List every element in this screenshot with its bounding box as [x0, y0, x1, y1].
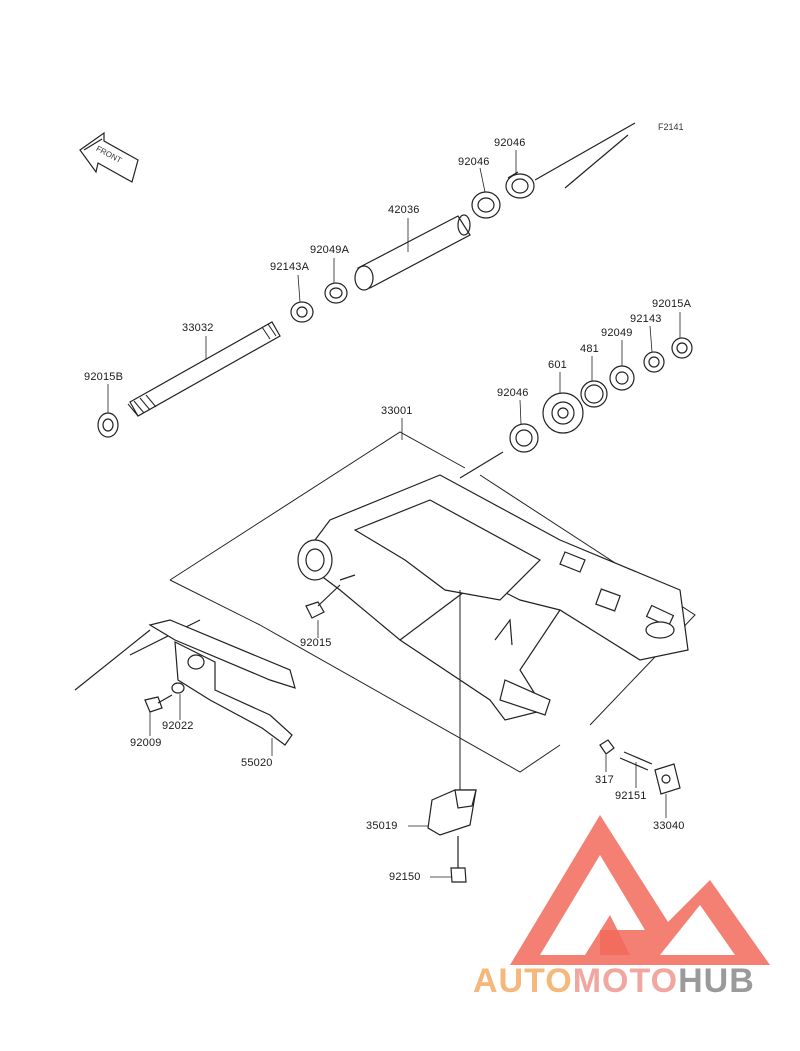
washer-92022 — [171, 682, 185, 694]
part-label-481[interactable]: 481 — [580, 343, 599, 355]
nut-317 — [599, 739, 615, 755]
part-label-92015A[interactable]: 92015A — [652, 298, 692, 310]
watermark-logo-icon — [510, 815, 770, 965]
part-label-42036[interactable]: 42036 — [388, 204, 420, 216]
part-label-317[interactable]: 317 — [595, 774, 614, 786]
watermark-text-hub: HUB — [678, 962, 755, 1000]
part-label-92049[interactable]: 92049 — [601, 327, 633, 339]
needle-bearing-92046-outer — [505, 171, 535, 199]
needle-bearing-92046-inner — [471, 191, 501, 219]
bolt-92015 — [305, 584, 341, 619]
adjuster-block-33040 — [654, 763, 681, 795]
watermark-text-auto: AUTO — [473, 962, 573, 1000]
sleeve-42036 — [354, 214, 471, 291]
nut-92015A — [671, 337, 693, 359]
guide-line — [74, 629, 151, 691]
needle-bearing-92046-lower — [509, 423, 539, 453]
part-label-92015[interactable]: 92015 — [300, 637, 332, 649]
ball-bearing-601 — [542, 392, 584, 434]
guide-line — [459, 451, 504, 479]
guide-line — [129, 619, 201, 656]
nut-92143A — [290, 301, 314, 323]
part-label-55020[interactable]: 55020 — [241, 757, 273, 769]
pivot-shaft-33032 — [127, 321, 281, 417]
nut-92143 — [643, 351, 665, 373]
part-label-92143A[interactable]: 92143A — [270, 261, 310, 273]
part-label-92151[interactable]: 92151 — [615, 790, 647, 802]
part-label-92143[interactable]: 92143 — [630, 313, 662, 325]
circlip-481 — [580, 380, 608, 408]
part-label-33040[interactable]: 33040 — [653, 820, 685, 832]
swingarm-assembly-outline — [169, 431, 696, 773]
watermark-text: AUTOMOTOHUB — [473, 962, 755, 1001]
leader-lines — [107, 150, 681, 878]
bolt-92150 — [450, 836, 467, 883]
part-label-92022[interactable]: 92022 — [162, 720, 194, 732]
figure-code: F2141 — [658, 122, 684, 132]
nut-92015B — [97, 412, 119, 438]
guide-line — [339, 574, 356, 581]
front-arrow-icon — [79, 131, 139, 183]
bolt-92009 — [144, 694, 173, 713]
chain-guide-55020 — [148, 619, 296, 746]
part-label-92015B[interactable]: 92015B — [84, 371, 124, 383]
part-label-33001[interactable]: 33001 — [381, 405, 413, 417]
bolt-92151 — [619, 751, 653, 771]
chain-guard-35019 — [427, 789, 477, 836]
collar-92049 — [609, 365, 635, 391]
watermark-text-moto: MOTO — [572, 962, 679, 1000]
part-label-92049A[interactable]: 92049A — [310, 244, 350, 256]
part-label-92046[interactable]: 92046 — [494, 137, 526, 149]
part-label-601[interactable]: 601 — [548, 359, 567, 371]
part-label-92150[interactable]: 92150 — [389, 871, 421, 883]
part-label-35019[interactable]: 35019 — [366, 820, 398, 832]
part-label-92046[interactable]: 92046 — [497, 387, 529, 399]
guide-line — [564, 134, 629, 189]
swingarm-33001 — [297, 474, 689, 721]
part-label-92009[interactable]: 92009 — [130, 737, 162, 749]
part-label-33032[interactable]: 33032 — [182, 322, 214, 334]
collar-92049A — [324, 282, 348, 304]
part-label-92046[interactable]: 92046 — [458, 156, 490, 168]
guide-line — [534, 122, 636, 181]
